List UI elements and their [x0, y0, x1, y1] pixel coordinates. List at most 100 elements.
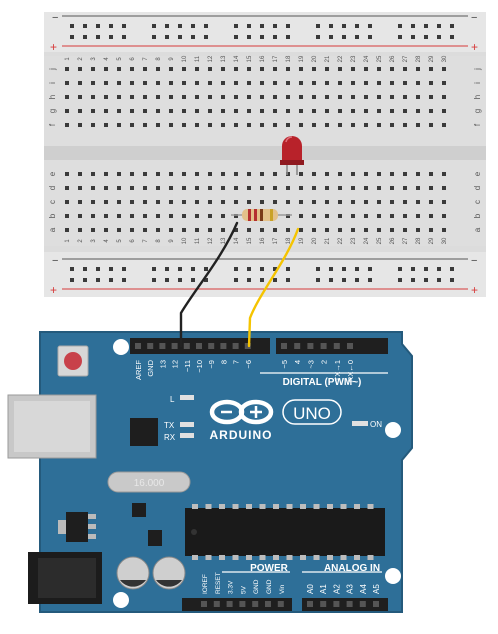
analog-pin-label: A4 — [359, 584, 368, 594]
power-pin-label: RESET — [215, 572, 222, 594]
breadboard-hole — [221, 109, 225, 113]
column-number: 26 — [390, 237, 396, 244]
rail-hole — [109, 278, 113, 282]
mounting-hole — [385, 568, 401, 584]
rail-hole — [178, 35, 182, 39]
breadboard-hole — [416, 228, 420, 232]
small-transistor — [148, 530, 162, 546]
breadboard-hole — [403, 200, 407, 204]
rail-hole — [83, 278, 87, 282]
column-number: 6 — [130, 57, 136, 61]
column-number: 30 — [442, 55, 448, 62]
breadboard-hole — [247, 81, 251, 85]
column-number: 10 — [182, 237, 188, 244]
breadboard-hole — [416, 123, 420, 127]
breadboard-hole — [403, 123, 407, 127]
rail-hole — [316, 278, 320, 282]
rail-hole — [316, 24, 320, 28]
rail-hole — [96, 278, 100, 282]
rail-hole — [204, 35, 208, 39]
breadboard-hole — [78, 214, 82, 218]
chip-pin — [340, 504, 347, 509]
rail-hole — [355, 24, 359, 28]
breadboard-hole — [117, 214, 121, 218]
breadboard-hole — [182, 123, 186, 127]
column-number: 30 — [442, 237, 448, 244]
rail-hole — [316, 35, 320, 39]
rail-hole — [424, 267, 428, 271]
breadboard-hole — [286, 95, 290, 99]
breadboard-hole — [91, 228, 95, 232]
breadboard-hole — [208, 109, 212, 113]
breadboard-hole — [130, 200, 134, 204]
breadboard-hole — [208, 228, 212, 232]
regulator-pin — [88, 534, 96, 539]
digital-pin-label: 7 — [232, 360, 241, 364]
resistor-band — [254, 209, 257, 221]
breadboard-hole — [208, 186, 212, 190]
breadboard-hole — [286, 172, 290, 176]
chip-pin — [192, 555, 198, 560]
chip-pin — [219, 504, 225, 509]
yellow-signal-wire[interactable] — [247, 227, 300, 348]
chip-pin — [232, 555, 239, 560]
rail-hole — [342, 278, 346, 282]
breadboard-hole — [273, 172, 277, 176]
column-number: 11 — [195, 237, 201, 244]
breadboard-hole — [234, 214, 238, 218]
row-letter: a — [473, 227, 482, 232]
breadboard-hole — [429, 95, 433, 99]
breadboard-hole — [442, 67, 446, 71]
breadboard-hole — [442, 95, 446, 99]
rail-hole — [450, 267, 454, 271]
header-hole — [135, 343, 141, 349]
breadboard-hole — [247, 67, 251, 71]
chip-pin — [232, 504, 239, 509]
breadboard-hole — [351, 228, 355, 232]
chip-pin — [354, 555, 360, 560]
breadboard-hole — [143, 81, 147, 85]
row-letter: c — [48, 200, 57, 204]
digital-pin-label: 2 — [320, 360, 329, 364]
header-hole — [196, 343, 202, 349]
header-hole — [359, 601, 366, 607]
column-number: 14 — [234, 55, 240, 62]
breadboard-hole — [299, 81, 303, 85]
resistor-band — [260, 209, 263, 221]
breadboard-hole — [364, 81, 368, 85]
breadboard-hole — [78, 95, 82, 99]
breadboard-hole — [325, 172, 329, 176]
column-number: 20 — [312, 237, 318, 244]
breadboard-hole — [130, 109, 134, 113]
rail-hole — [96, 267, 100, 271]
top-power-rail — [44, 12, 486, 52]
tx-led-label: TX — [164, 421, 175, 430]
red-led[interactable] — [280, 136, 304, 175]
rail-hole — [152, 278, 156, 282]
breadboard-hole — [312, 109, 316, 113]
resistor[interactable] — [231, 209, 292, 221]
breadboard-hole — [195, 186, 199, 190]
column-number: 8 — [156, 57, 162, 61]
top-rail-minus-left: − — [52, 12, 58, 24]
row-letter: h — [473, 95, 482, 99]
breadboard-hole — [273, 95, 277, 99]
rail-hole — [424, 35, 428, 39]
breadboard-hole — [286, 81, 290, 85]
breadboard-hole — [442, 172, 446, 176]
breadboard-hole — [234, 186, 238, 190]
black-ground-wire[interactable] — [179, 221, 239, 348]
chip-pins — [192, 504, 374, 560]
power-pin-label: 5V — [240, 585, 247, 594]
rail-hole — [152, 24, 156, 28]
rail-hole — [247, 278, 251, 282]
chip-pin — [192, 504, 198, 509]
breadboard-hole — [156, 67, 160, 71]
chip-pin — [273, 555, 279, 560]
breadboard-hole — [312, 186, 316, 190]
reset-button[interactable] — [64, 352, 82, 370]
breadboard-hole — [286, 109, 290, 113]
breadboard-hole — [65, 200, 69, 204]
breadboard-hole — [65, 109, 69, 113]
rail-hole — [165, 267, 169, 271]
